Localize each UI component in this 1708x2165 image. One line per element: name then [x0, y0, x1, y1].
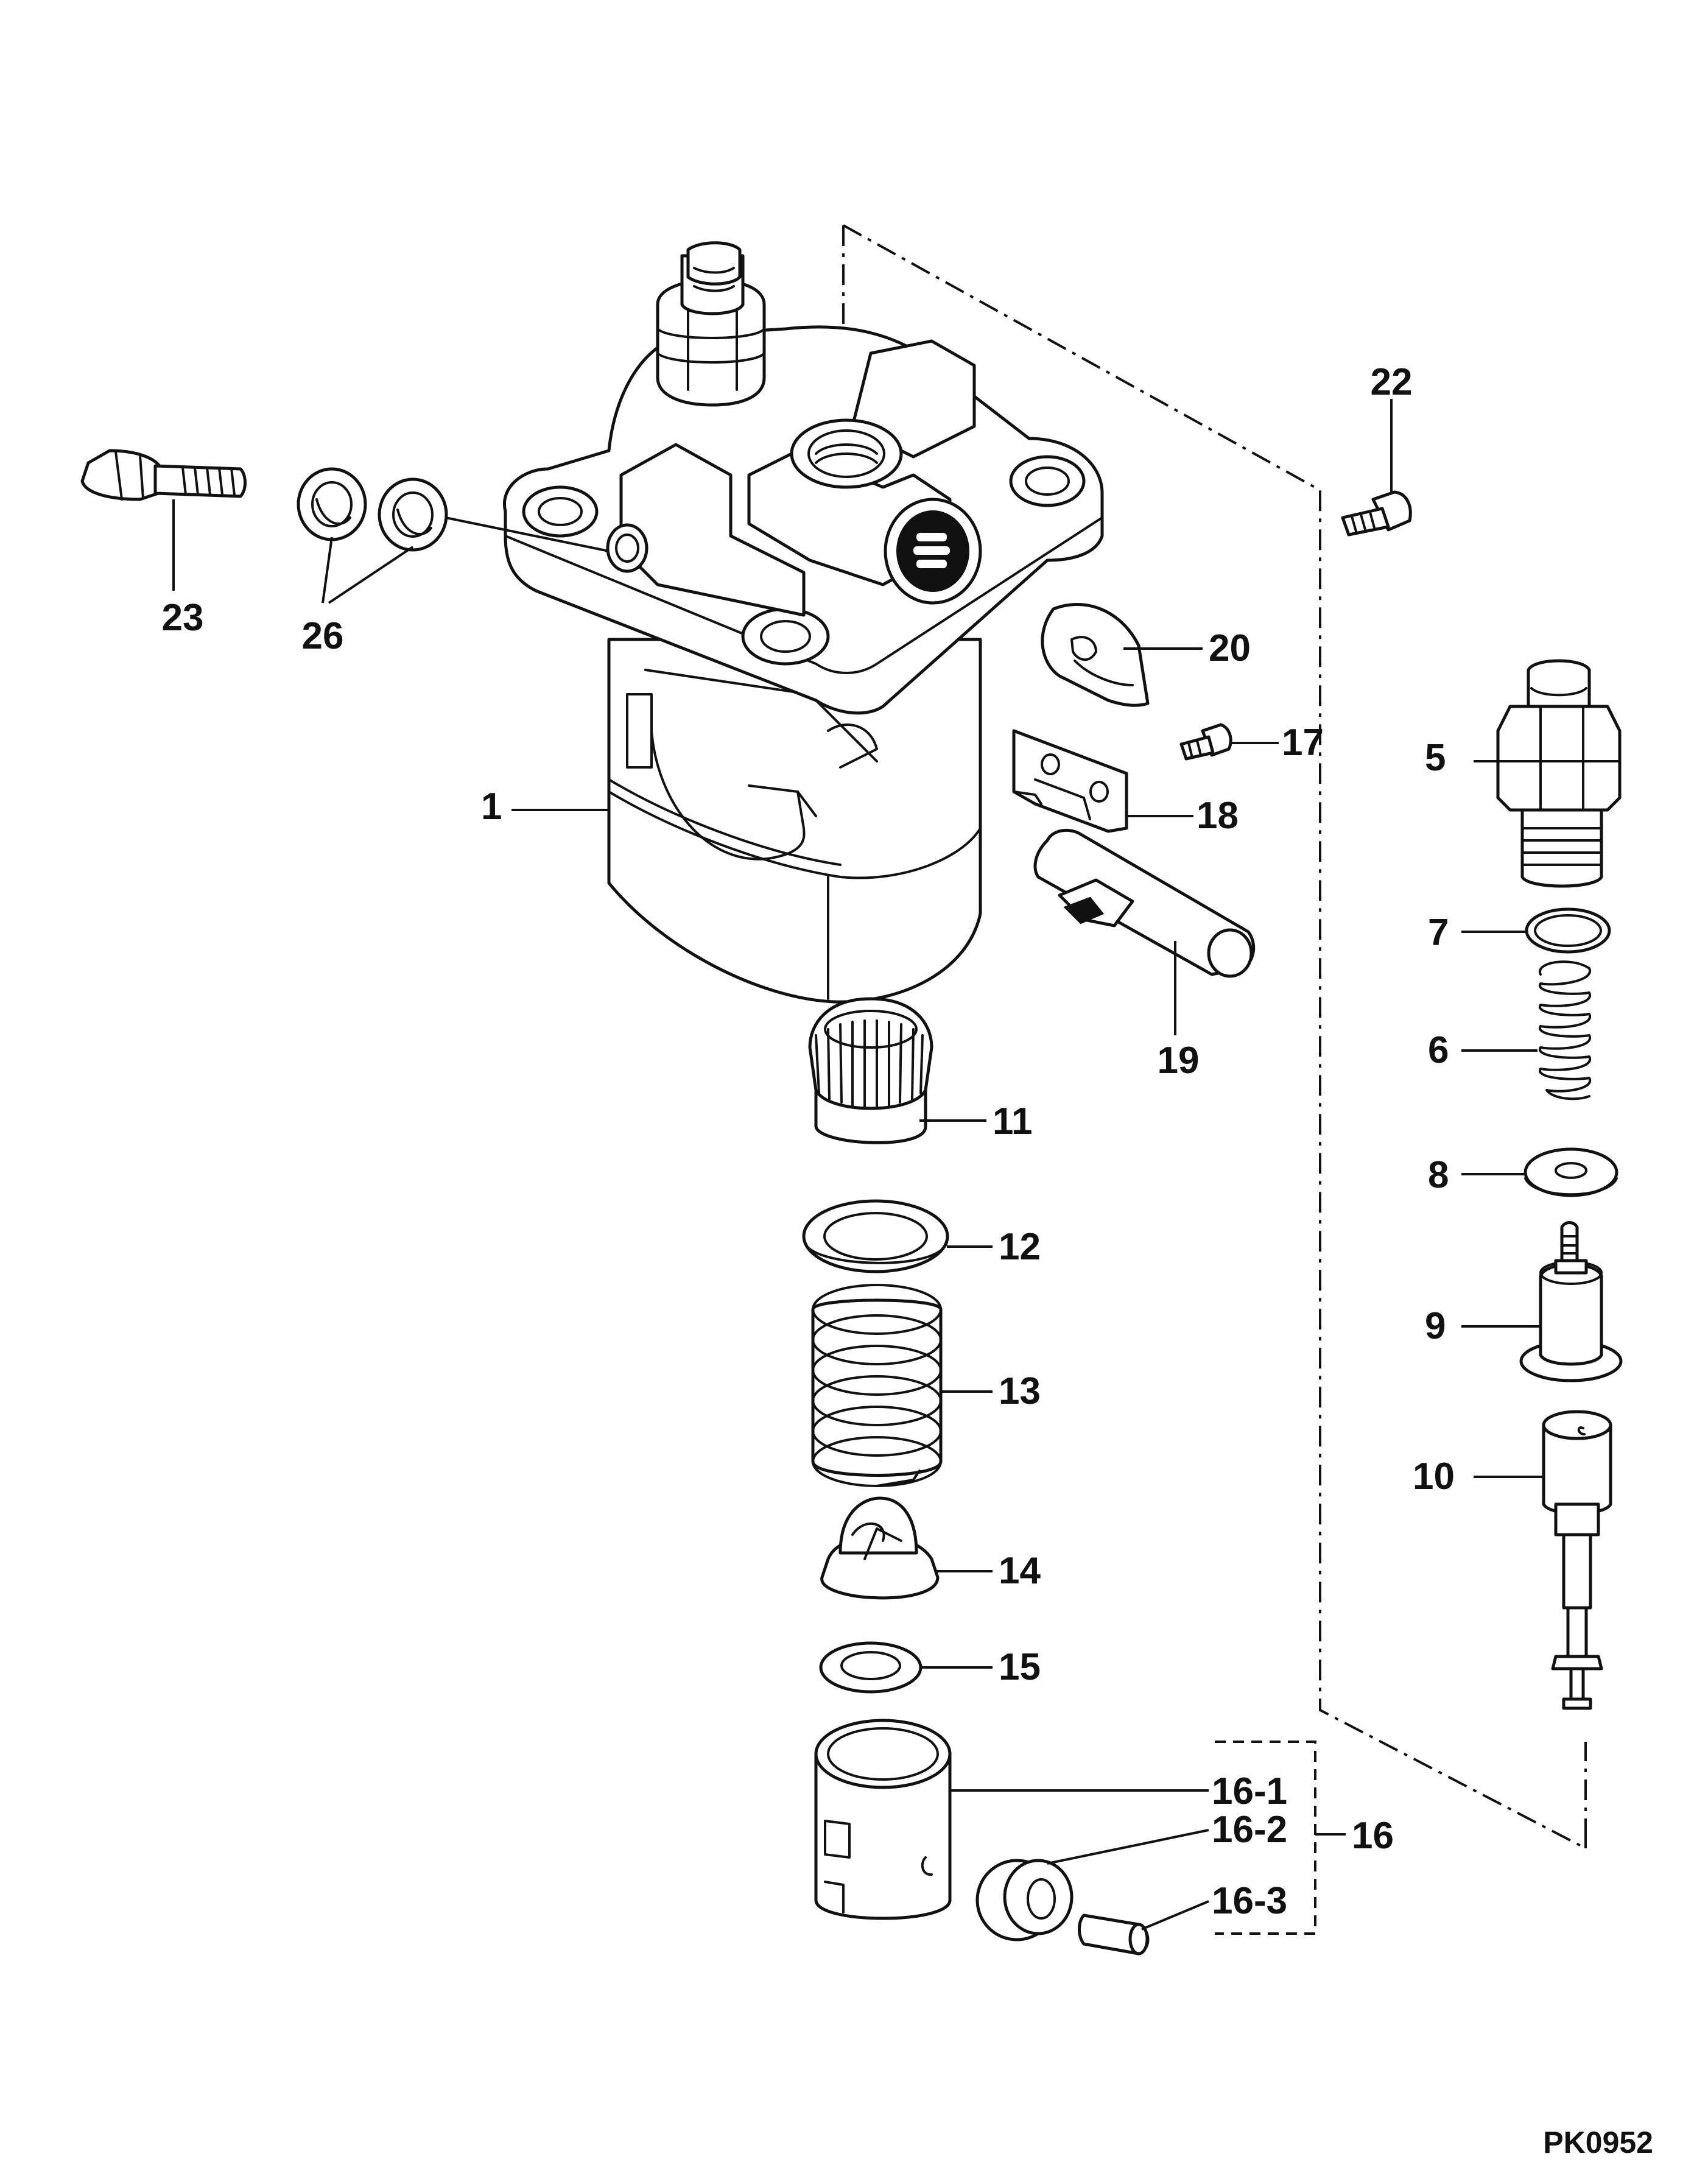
roller-16-2: [975, 1859, 1074, 1941]
bolt: [80, 449, 247, 501]
callout-16-3: 16-3: [1212, 1880, 1287, 1922]
callout-16-1: 16-1: [1212, 1770, 1287, 1812]
callout-7: 7: [1428, 912, 1449, 954]
valve-spring-6: [1538, 960, 1592, 1100]
callout-labels: 22 23 26 20 17 5 1 18 7 6 19 11 8 12 9 1…: [162, 361, 1455, 1922]
figure-code: PK0952: [1543, 2125, 1653, 2160]
callout-16: 16: [1352, 1815, 1394, 1857]
pin-16-3: [1078, 1913, 1150, 1956]
callout-8: 8: [1428, 1154, 1449, 1196]
screw-17: [1179, 723, 1232, 761]
screw-22: [1341, 490, 1412, 537]
leader-lines: [172, 399, 1544, 1931]
pump-body: [503, 241, 1104, 1004]
plate-18: [1012, 729, 1128, 833]
lower-spring-seat-14: [820, 1496, 940, 1600]
callout-12: 12: [999, 1226, 1041, 1268]
callout-13: 13: [999, 1370, 1041, 1412]
callout-5: 5: [1425, 737, 1446, 779]
sealing-washers: [297, 467, 448, 552]
o-ring-7: [1525, 907, 1611, 954]
delivery-valve-9: [1519, 1221, 1623, 1382]
shim-15: [819, 1641, 923, 1694]
callout-26: 26: [302, 615, 344, 657]
callout-17: 17: [1282, 722, 1324, 764]
callout-10: 10: [1413, 1456, 1455, 1498]
rod-19: [1033, 828, 1256, 978]
plate-20: [1041, 603, 1150, 707]
assembly-axis-line: [843, 224, 1586, 1850]
callout-22: 22: [1371, 361, 1413, 403]
callout-16-2: 16-2: [1212, 1809, 1287, 1851]
callout-23: 23: [162, 597, 204, 639]
delivery-valve-holder-5: [1496, 659, 1622, 888]
callout-6: 6: [1428, 1029, 1449, 1071]
callout-15: 15: [999, 1646, 1041, 1688]
spring-seat-12: [802, 1199, 949, 1273]
plunger-10: [1542, 1410, 1612, 1710]
control-sleeve-11: [808, 997, 933, 1144]
callout-20: 20: [1209, 627, 1251, 669]
callout-1: 1: [481, 786, 502, 828]
callout-18: 18: [1197, 795, 1239, 837]
gasket-8: [1523, 1147, 1618, 1197]
tappet-16-1: [814, 1719, 952, 1920]
callout-9: 9: [1425, 1305, 1446, 1347]
callout-19: 19: [1158, 1040, 1200, 1082]
callout-11: 11: [993, 1100, 1033, 1142]
coil-spring-13: [811, 1284, 943, 1487]
callout-14: 14: [999, 1550, 1041, 1592]
